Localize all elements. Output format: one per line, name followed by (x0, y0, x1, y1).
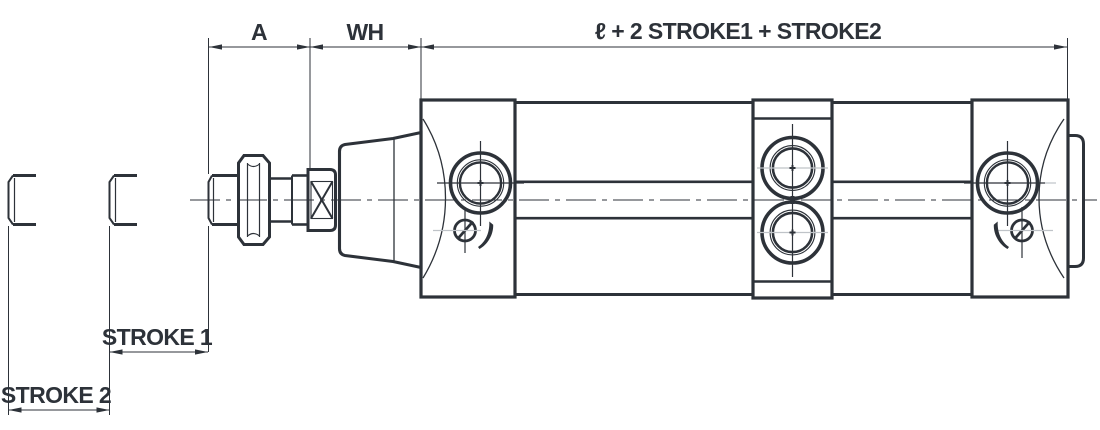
dim-label-a: A (251, 19, 267, 45)
rear-end-tab (1068, 134, 1085, 268)
cylinder-tube (515, 101, 972, 296)
rod-bell-nose (337, 130, 423, 270)
rear-head (964, 98, 1085, 299)
rear-head-profile-curve (1038, 118, 1065, 279)
rear-cushion-arrow-icon (993, 221, 1009, 249)
ghost-rod-position-stroke1 (108, 174, 137, 226)
rod-wrench-flat-box (306, 168, 337, 232)
dim-label-wh: WH (346, 19, 383, 45)
rod-collar (291, 174, 308, 226)
ghost-rod-position-stroke2 (7, 174, 36, 226)
rear-port (964, 141, 1056, 226)
dim-label-stroke2: STROKE 2 (1, 382, 111, 408)
dim-label-length-formula: ℓ + 2 STROKE1 + STROKE2 (595, 18, 881, 44)
rod-shaft (269, 177, 292, 223)
rod-hex-nut (237, 154, 271, 246)
front-cushion-screw (433, 207, 494, 253)
front-head (419, 98, 524, 299)
front-head-profile-curve (422, 118, 447, 279)
rear-cushion-screw (993, 207, 1053, 258)
top-dimensions: A WH ℓ + 2 STROKE1 + STROKE2 (208, 18, 1068, 352)
dim-label-stroke1: STROKE 1 (102, 324, 213, 350)
intermediate-head (751, 98, 834, 300)
piston-rod-threaded-end (207, 174, 238, 226)
front-port (437, 141, 524, 226)
stroke-dimensions: STROKE 1 STROKE 2 (1, 226, 214, 415)
front-cushion-arrow-icon (478, 221, 494, 249)
